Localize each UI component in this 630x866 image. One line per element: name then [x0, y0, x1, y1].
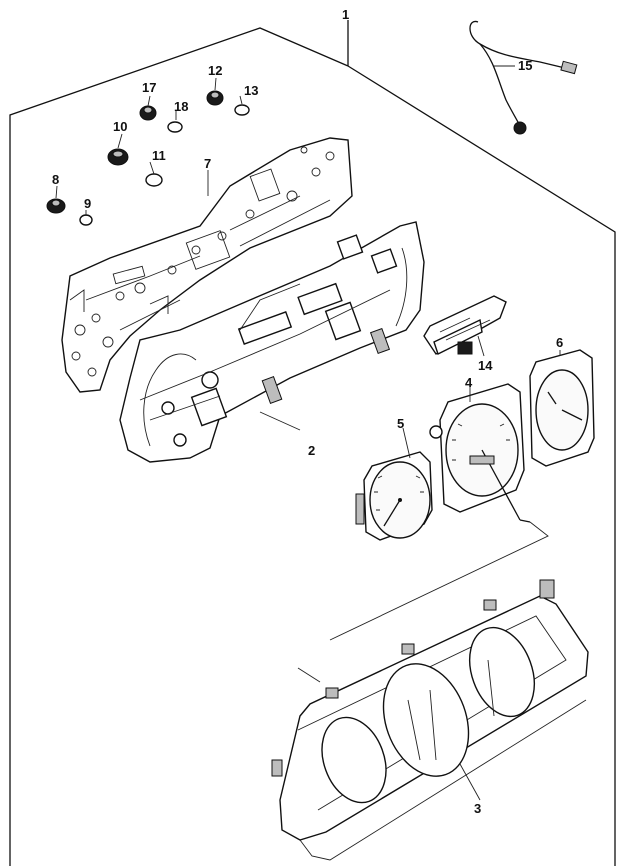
- callout-17: 17: [142, 80, 156, 95]
- callout-4: 4: [465, 375, 473, 390]
- callout-8: 8: [52, 172, 59, 187]
- speedometer: [429, 383, 531, 523]
- alignment-guides: [297, 521, 549, 683]
- meter-cover-panel: [271, 579, 589, 861]
- circuit-module: [423, 295, 507, 355]
- callout-9: 9: [84, 196, 91, 211]
- tachometer: [355, 451, 433, 541]
- callout-labels: 1 2 3 4 5 6 7 8 9 10 11 12 13 14 15 17 1…: [52, 7, 563, 816]
- callout-1: 1: [342, 7, 349, 22]
- callout-12: 12: [208, 63, 222, 78]
- bulb-socket-10: [107, 148, 129, 166]
- callout-3: 3: [474, 801, 481, 816]
- bulb-18: [167, 121, 183, 133]
- callout-15: 15: [518, 58, 532, 73]
- callout-10: 10: [113, 119, 127, 134]
- callout-11: 11: [152, 148, 166, 163]
- bulb-13: [234, 104, 250, 116]
- fuel-temp-gauge: [529, 349, 595, 467]
- bulb-socket-8: [46, 198, 66, 214]
- callout-18: 18: [174, 99, 188, 114]
- bulb-socket-17: [139, 105, 157, 121]
- callout-14: 14: [478, 358, 493, 373]
- meter-case: [119, 221, 425, 463]
- printed-circuit-board: [61, 137, 353, 393]
- callout-6: 6: [556, 335, 563, 350]
- callout-5: 5: [397, 416, 404, 431]
- callout-13: 13: [244, 83, 258, 98]
- bulb-11: [145, 173, 163, 187]
- assembly-outline: [9, 20, 616, 866]
- bulb-9: [79, 214, 93, 226]
- bulb-socket-12: [206, 90, 224, 106]
- leader-lines: [55, 65, 561, 801]
- speedometer-cable: [469, 20, 578, 135]
- callout-7: 7: [204, 156, 211, 171]
- callout-2: 2: [308, 443, 315, 458]
